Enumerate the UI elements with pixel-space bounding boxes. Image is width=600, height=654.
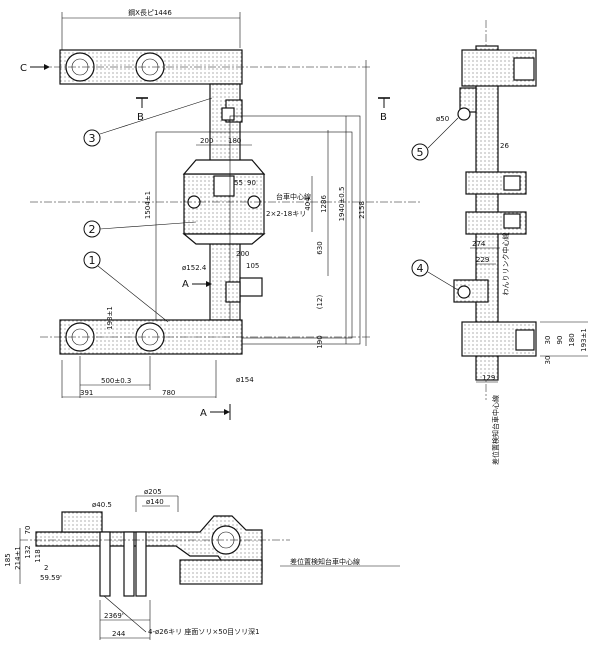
dim-500: 500±0.3	[101, 377, 131, 385]
side-dim-274: 274	[472, 240, 486, 248]
dim-1504: 1504±1	[144, 191, 152, 219]
front-view: ø205 ø140 ø40.5 差位置検知台車中心線 185 214±1 132…	[4, 488, 400, 640]
side-link-label: わんりリンク中心線	[501, 233, 510, 296]
callout-2-label: 2	[89, 223, 96, 236]
side-dim-30b: 30	[544, 356, 552, 365]
dim-630: 630	[316, 241, 324, 254]
front-dim-244: 244	[112, 630, 126, 638]
side-dim-193: 193±1	[580, 328, 588, 352]
callout-5-label: 5	[417, 146, 424, 159]
section-b-left: B	[137, 112, 144, 123]
callout-3-label: 3	[89, 132, 96, 145]
front-dim-70: 70	[24, 526, 32, 535]
side-dim-30: 30	[544, 336, 552, 345]
side-dim-129: 129	[482, 374, 495, 382]
front-dim-40-5: ø40.5	[92, 501, 112, 509]
dim-154: ø154	[236, 376, 254, 384]
callout-1-label: 1	[89, 254, 96, 267]
dim-404: 404	[304, 197, 312, 211]
top-overall-dim: 鋼X長ピ1446	[128, 8, 172, 17]
top-view: 鋼X長ピ1446 C B B 200 180 55	[20, 8, 420, 420]
front-dim-185: 185	[4, 553, 12, 566]
dim-780: 780	[162, 389, 175, 397]
front-dim-132: 132	[24, 545, 32, 558]
front-dim-118: 118	[34, 549, 42, 562]
section-b-right: B	[380, 112, 387, 123]
callout-4: 4	[411, 259, 459, 291]
dim-90: 90	[247, 179, 256, 187]
callout-4-label: 4	[417, 262, 424, 275]
dim-1940: 1940±0.5	[338, 187, 346, 222]
side-dim-26: 26	[500, 142, 509, 150]
front-dim-140: ø140	[146, 498, 164, 506]
view-c-label: C	[20, 63, 27, 74]
dim-200-mid: 200	[236, 250, 249, 258]
truck-center-label: 台車中心線	[276, 192, 311, 201]
view-a-bottom: A	[200, 408, 207, 419]
dim-55: 55	[234, 179, 243, 187]
side-dim-90: 90	[556, 336, 564, 345]
front-angle: 59.59'	[40, 574, 62, 582]
dim-190: 190	[316, 335, 324, 348]
dim-180-top: 180	[228, 137, 241, 145]
dim-200-top: 200	[200, 137, 213, 145]
side-view: ø50 26 274 229 わんりリンク中心線 30 90 180 193±1…	[411, 20, 588, 465]
front-dim-2369: 2369'	[104, 612, 124, 620]
front-dim-2: 2	[44, 564, 48, 572]
dim-152-4: ø152.4	[182, 264, 207, 272]
callout-5: 5	[411, 117, 459, 161]
front-dim-214: 214±1	[14, 546, 22, 570]
dim-193-left: 193±1	[106, 306, 114, 330]
side-dim-229: 229	[476, 256, 489, 264]
side-vertical-label: 差位置検知台車中心線	[491, 395, 500, 465]
callout-1: 1	[83, 251, 169, 323]
dim-105: 105	[246, 262, 259, 270]
dim-391: 391	[80, 389, 93, 397]
hole-note-2x2: 2×2-18キリ	[266, 210, 306, 218]
front-center-label: 差位置検知台車中心線	[290, 557, 360, 566]
front-hole-note: 4-ø26キリ 座面ソリ×50目ソリ深1	[148, 627, 260, 636]
front-dim-205: ø205	[144, 488, 162, 496]
side-dim-180: 180	[568, 333, 576, 346]
side-dim-50: ø50	[436, 115, 449, 123]
callout-2: 2	[83, 220, 197, 238]
dim-1286: 1286	[320, 195, 328, 213]
view-a-top: A	[182, 279, 189, 290]
callout-3: 3	[83, 97, 213, 147]
dim-2158: 2158	[358, 201, 366, 219]
dim-12: (12)	[316, 295, 324, 310]
